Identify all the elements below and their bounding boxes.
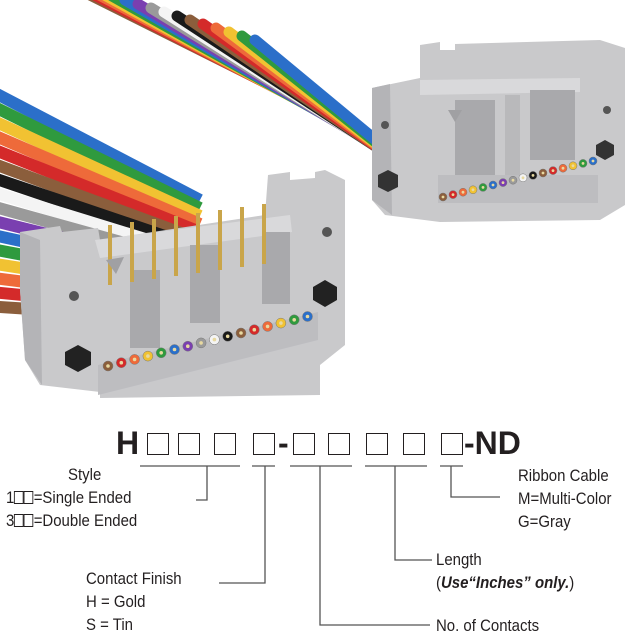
style-code-3: 3 <box>6 511 15 530</box>
conductor <box>591 159 595 163</box>
style-leader <box>140 465 240 501</box>
style-option-double: 3 =Double Ended <box>6 509 137 532</box>
pin <box>152 219 156 279</box>
contacts-leader <box>290 465 430 626</box>
style-option-single: 1 =Single Ended <box>6 486 131 509</box>
conductor <box>531 174 535 177</box>
conductor <box>451 193 455 197</box>
length-note-close: ) <box>569 573 575 592</box>
part-number-prefix: H <box>116 425 140 461</box>
pin <box>218 210 222 270</box>
ribbon-option-gray: G=Gray <box>518 512 571 531</box>
ribbon-leader <box>440 465 500 498</box>
wire <box>0 145 203 238</box>
style-title: Style <box>68 465 102 484</box>
ribbon-option-multicolor: M=Multi-Color <box>518 489 612 508</box>
slot-box <box>24 514 34 527</box>
left-connector <box>20 170 345 398</box>
contact-finish-gold: H = Gold <box>86 592 146 611</box>
conductor <box>146 354 150 358</box>
conductor <box>461 190 465 194</box>
pin <box>240 207 244 267</box>
part-slot-5 <box>293 433 315 455</box>
wire <box>0 103 203 214</box>
right-connector <box>372 40 625 222</box>
conductor <box>212 337 217 342</box>
style-code-1: 1 <box>6 488 15 507</box>
part-slot-7 <box>366 433 388 455</box>
gold-pins <box>108 204 266 285</box>
conductor <box>571 164 575 168</box>
length-note-bold: Use“Inches” only. <box>440 573 570 592</box>
conductor <box>172 347 177 352</box>
conductor <box>119 360 124 365</box>
wire <box>0 117 203 222</box>
pin <box>196 213 200 273</box>
style-text-double: =Double Ended <box>33 511 138 530</box>
conductor <box>239 331 243 335</box>
conductor <box>491 183 495 187</box>
part-number-separator: - <box>278 425 289 461</box>
slot-box <box>14 514 25 527</box>
conductor <box>106 364 110 368</box>
conductor <box>225 334 230 339</box>
conductor <box>199 341 203 345</box>
conductor <box>159 351 163 355</box>
conductor <box>521 176 525 180</box>
conductor <box>481 186 485 189</box>
length-leader <box>365 465 432 561</box>
ribbon-cable-title: Ribbon Cable <box>518 466 609 485</box>
conductor <box>305 314 310 319</box>
conductor <box>541 171 545 175</box>
part-slot-6 <box>328 433 350 455</box>
part-slot-4 <box>253 433 275 455</box>
conductor <box>441 195 445 199</box>
contact-finish-title: Contact Finish <box>86 569 182 588</box>
conductor <box>551 169 555 173</box>
length-title: Length <box>436 550 482 569</box>
part-slot-1 <box>147 433 169 455</box>
part-slot-3 <box>214 433 236 455</box>
conductor <box>186 344 190 349</box>
style-text-single: =Single Ended <box>33 488 132 507</box>
length-note: (Use“Inches” only.) <box>436 571 574 594</box>
part-number-suffix: -ND <box>464 425 521 461</box>
pin <box>174 216 178 276</box>
slot-box <box>14 491 25 504</box>
conductor <box>292 318 297 322</box>
part-slot-8 <box>403 433 425 455</box>
part-slot-2 <box>178 433 200 455</box>
conductor <box>581 162 585 165</box>
conductor <box>561 166 565 170</box>
finish-leader <box>219 465 275 584</box>
ribbon-cable-assembly-illustration <box>0 0 625 398</box>
conductor <box>471 188 475 192</box>
conductor <box>511 178 515 182</box>
wire <box>0 159 203 246</box>
part-slot-9 <box>441 433 463 455</box>
wire <box>0 88 203 206</box>
slot-box <box>24 491 34 504</box>
conductor <box>265 324 270 329</box>
contact-finish-tin: S = Tin <box>86 615 133 634</box>
wire <box>0 131 203 230</box>
conductor <box>252 327 257 332</box>
pin <box>262 204 266 264</box>
pin <box>108 225 112 285</box>
conductor <box>501 181 505 185</box>
pin <box>130 222 134 282</box>
contacts-title: No. of Contacts <box>436 616 540 635</box>
conductor <box>132 357 137 362</box>
length-note-open: ( <box>436 573 441 592</box>
conductor <box>279 321 283 325</box>
